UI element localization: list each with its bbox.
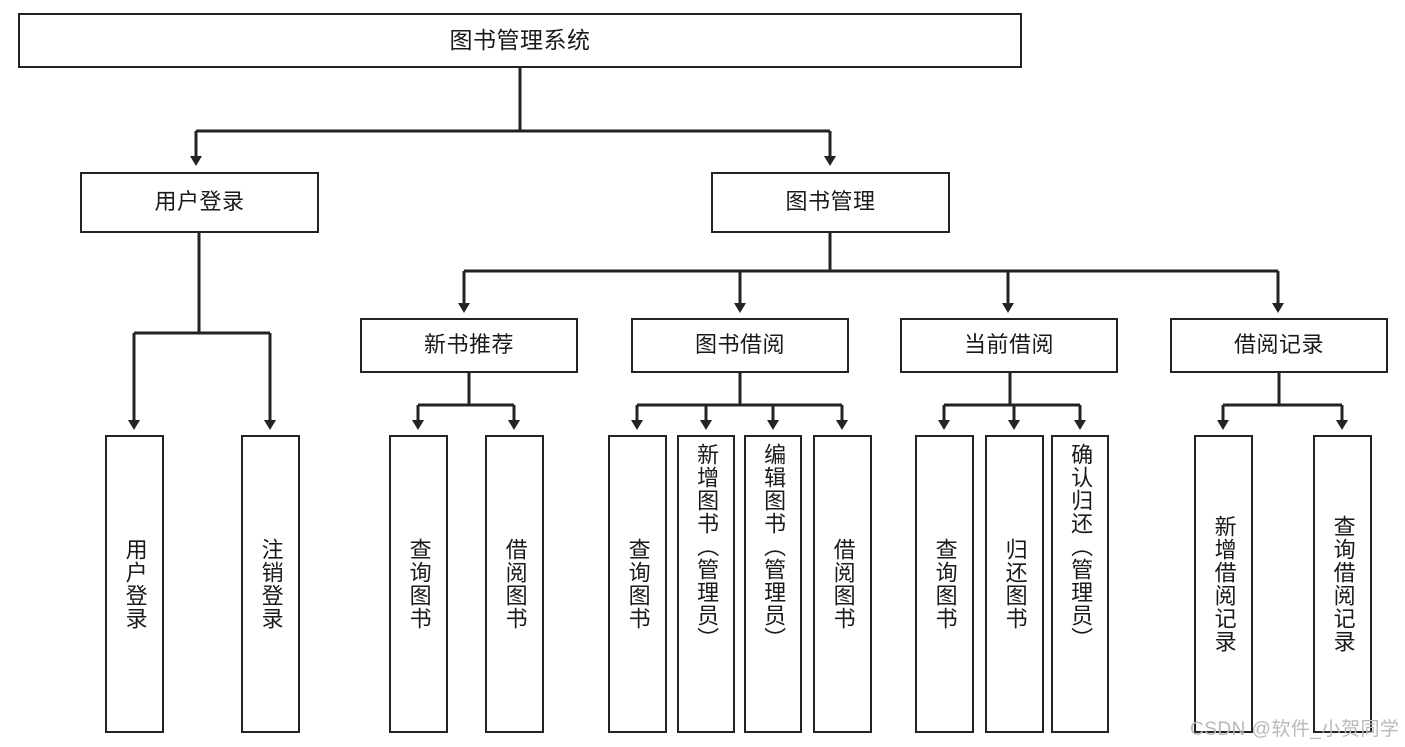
- leaf-borrow-edit-book-admin[interactable]: 编辑图书（管理员）: [744, 435, 802, 733]
- node-new-book-recommend[interactable]: 新书推荐: [360, 318, 578, 373]
- leaf-borrow-query-book[interactable]: 查询图书: [608, 435, 667, 733]
- leaf-record-add-borrow-record[interactable]: 新增借阅记录: [1194, 435, 1253, 733]
- leaf-current-return-book[interactable]: 归还图书: [985, 435, 1044, 733]
- watermark-csdn: CSDN @软件_小贺同学: [1190, 719, 1400, 740]
- leaf-record-query-borrow-record[interactable]: 查询借阅记录: [1313, 435, 1372, 733]
- node-user-login[interactable]: 用户登录: [80, 172, 319, 233]
- node-current-borrow[interactable]: 当前借阅: [900, 318, 1118, 373]
- leaf-borrow-borrow-book[interactable]: 借阅图书: [813, 435, 872, 733]
- node-book-management[interactable]: 图书管理: [711, 172, 950, 233]
- node-borrow-record[interactable]: 借阅记录: [1170, 318, 1388, 373]
- leaf-newbook-borrow-book[interactable]: 借阅图书: [485, 435, 544, 733]
- leaf-newbook-query-book[interactable]: 查询图书: [389, 435, 448, 733]
- leaf-current-confirm-return-admin[interactable]: 确认归还（管理员）: [1051, 435, 1109, 733]
- leaf-user-logout[interactable]: 注销登录: [241, 435, 300, 733]
- leaf-user-login-do[interactable]: 用户登录: [105, 435, 164, 733]
- node-root-system[interactable]: 图书管理系统: [18, 13, 1022, 68]
- leaf-borrow-add-book-admin[interactable]: 新增图书（管理员）: [677, 435, 735, 733]
- leaf-current-query-book[interactable]: 查询图书: [915, 435, 974, 733]
- node-book-borrow[interactable]: 图书借阅: [631, 318, 849, 373]
